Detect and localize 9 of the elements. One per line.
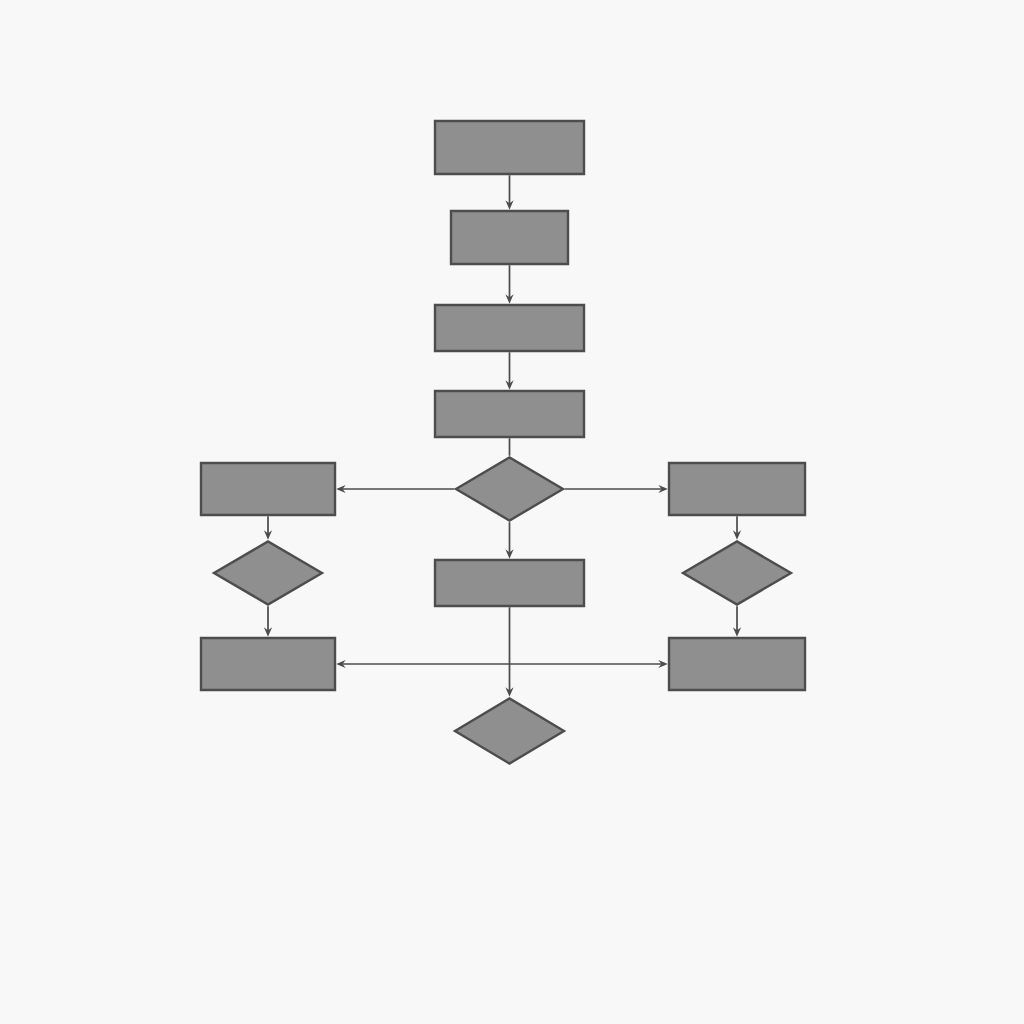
process-box: [199, 461, 337, 517]
process-box: [433, 119, 586, 176]
process-box: [433, 389, 586, 439]
process-box: [199, 636, 337, 692]
process-box: [667, 636, 807, 692]
process-box: [433, 303, 586, 353]
process-box: [449, 209, 570, 266]
process-box: [433, 558, 586, 608]
process-box: [667, 461, 807, 517]
